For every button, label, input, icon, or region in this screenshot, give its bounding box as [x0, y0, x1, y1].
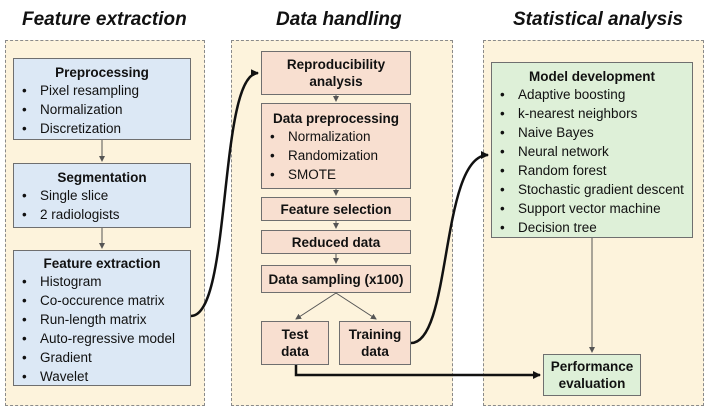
feature-extraction-title: Feature extraction	[43, 256, 161, 271]
column-title-statistical-analysis: Statistical analysis	[513, 9, 684, 30]
list-item: Single slice	[22, 186, 190, 205]
data-preprocessing-box: Data preprocessing Normalization Randomi…	[261, 103, 411, 189]
list-item: k-nearest neighbors	[500, 104, 692, 123]
list-item: Gradient	[22, 348, 190, 367]
segmentation-box: Segmentation Single slice 2 radiologists	[13, 163, 191, 228]
reproducibility-line2: analysis	[309, 74, 363, 89]
reproducibility-line1: Reproducibility	[286, 57, 386, 72]
performance-evaluation-box: Performance evaluation	[543, 354, 641, 396]
list-item: Normalization	[22, 100, 190, 119]
training-data-box: Training data	[339, 321, 411, 365]
list-item: Randomization	[270, 146, 410, 165]
test-data-line1: Test	[281, 327, 309, 342]
list-item: Histogram	[22, 272, 190, 291]
list-item: Stochastic gradient descent	[500, 180, 692, 199]
model-development-box: Model development Adaptive boosting k-ne…	[491, 62, 693, 238]
reduced-data-label: Reduced data	[291, 234, 381, 250]
column-title-data-handling: Data handling	[276, 9, 402, 30]
list-item: Run-length matrix	[22, 310, 190, 329]
list-item: Neural network	[500, 142, 692, 161]
list-item: Wavelet	[22, 367, 190, 386]
test-data-box: Test data	[261, 321, 329, 365]
list-item: Naive Bayes	[500, 123, 692, 142]
preprocessing-title: Preprocessing	[55, 65, 149, 80]
training-data-line1: Training	[348, 327, 402, 342]
list-item: Decision tree	[500, 218, 692, 237]
feature-selection-box: Feature selection	[261, 197, 411, 221]
segmentation-title: Segmentation	[57, 170, 147, 185]
performance-line2: evaluation	[558, 376, 626, 391]
list-item: Adaptive boosting	[500, 85, 692, 104]
performance-line1: Performance	[550, 359, 634, 374]
training-data-line2: data	[361, 344, 389, 359]
feature-extraction-box: Feature extraction Histogram Co-occurenc…	[13, 250, 191, 386]
column-title-feature-extraction: Feature extraction	[22, 9, 187, 30]
list-item: 2 radiologists	[22, 205, 190, 224]
list-item: Discretization	[22, 119, 190, 138]
preprocessing-box: Preprocessing Pixel resampling Normaliza…	[13, 58, 191, 140]
reproducibility-analysis-box: Reproducibility analysis	[261, 51, 411, 95]
data-sampling-box: Data sampling (x100)	[261, 265, 411, 293]
data-sampling-label: Data sampling (x100)	[268, 271, 404, 287]
test-data-line2: data	[281, 344, 309, 359]
list-item: Random forest	[500, 161, 692, 180]
list-item: SMOTE	[270, 165, 410, 184]
list-item: Normalization	[270, 127, 410, 146]
list-item: Pixel resampling	[22, 81, 190, 100]
reduced-data-box: Reduced data	[261, 230, 411, 254]
list-item: Auto-regressive model	[22, 329, 190, 348]
data-preprocessing-title: Data preprocessing	[272, 111, 400, 126]
model-development-title: Model development	[528, 69, 655, 84]
list-item: Support vector machine	[500, 199, 692, 218]
feature-selection-label: Feature selection	[280, 201, 392, 217]
list-item: Co-occurence matrix	[22, 291, 190, 310]
